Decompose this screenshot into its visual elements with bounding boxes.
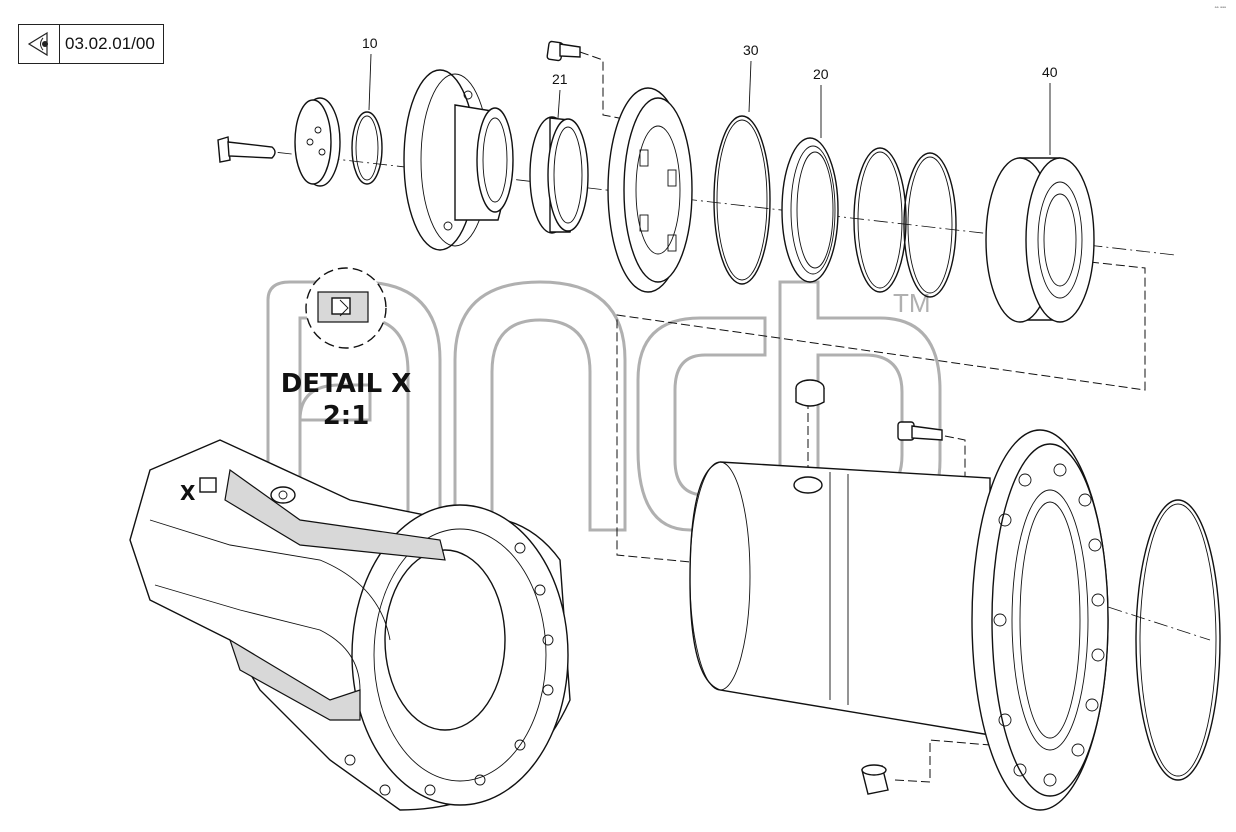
corner-mark: ᵃᵃ ᵃᵃᵃ [1214,6,1226,12]
detail-x-spot [199,477,217,493]
motor-housing [689,429,1109,811]
cap-screw-top [546,40,581,62]
bearing-40 [985,157,1095,323]
watermark-logo: TM [266,280,942,532]
detail-title: DETAIL X [281,369,412,399]
flange-cap-screw [897,421,943,441]
callout-40: 40 [1042,64,1058,155]
callout-21: 21 [552,71,568,119]
callout-10: 10 [362,35,378,111]
drain-plug [861,764,889,795]
detail-scale: 2:1 [323,401,370,431]
o-ring-10 [351,111,383,185]
large-o-ring [1135,499,1221,781]
clamp-disc [294,97,341,187]
bearing-ring-21 [529,116,589,234]
callout-20-label: 20 [813,66,829,82]
view-arrow-icon [19,25,60,63]
socket-head-screw [795,379,825,407]
countersunk-screw [217,136,276,163]
drawing-reference-code: 03.02.01/00 [65,34,155,53]
bearing-carrier [607,87,693,293]
shaft-seal-20 [781,137,839,283]
callout-21-label: 21 [552,71,568,87]
assembly-leader-line [616,261,1146,563]
snap-ring-pair [853,147,957,298]
callout-30-label: 30 [743,42,759,58]
plug-leader-line [894,739,991,783]
drawing-reference-box: 03.02.01/00 [18,24,164,64]
sectioned-hub-assembly: X [129,439,571,811]
o-ring-30 [713,115,771,285]
hub-flange [403,69,514,251]
detail-marker: X [180,481,196,505]
callout-10-label: 10 [362,35,378,51]
trademark-label: TM [893,288,931,318]
callout-20: 20 [813,66,829,138]
callout-30: 30 [743,42,759,113]
detail-x-callout: DETAIL X 2:1 [281,267,412,431]
callout-40-label: 40 [1042,64,1058,80]
